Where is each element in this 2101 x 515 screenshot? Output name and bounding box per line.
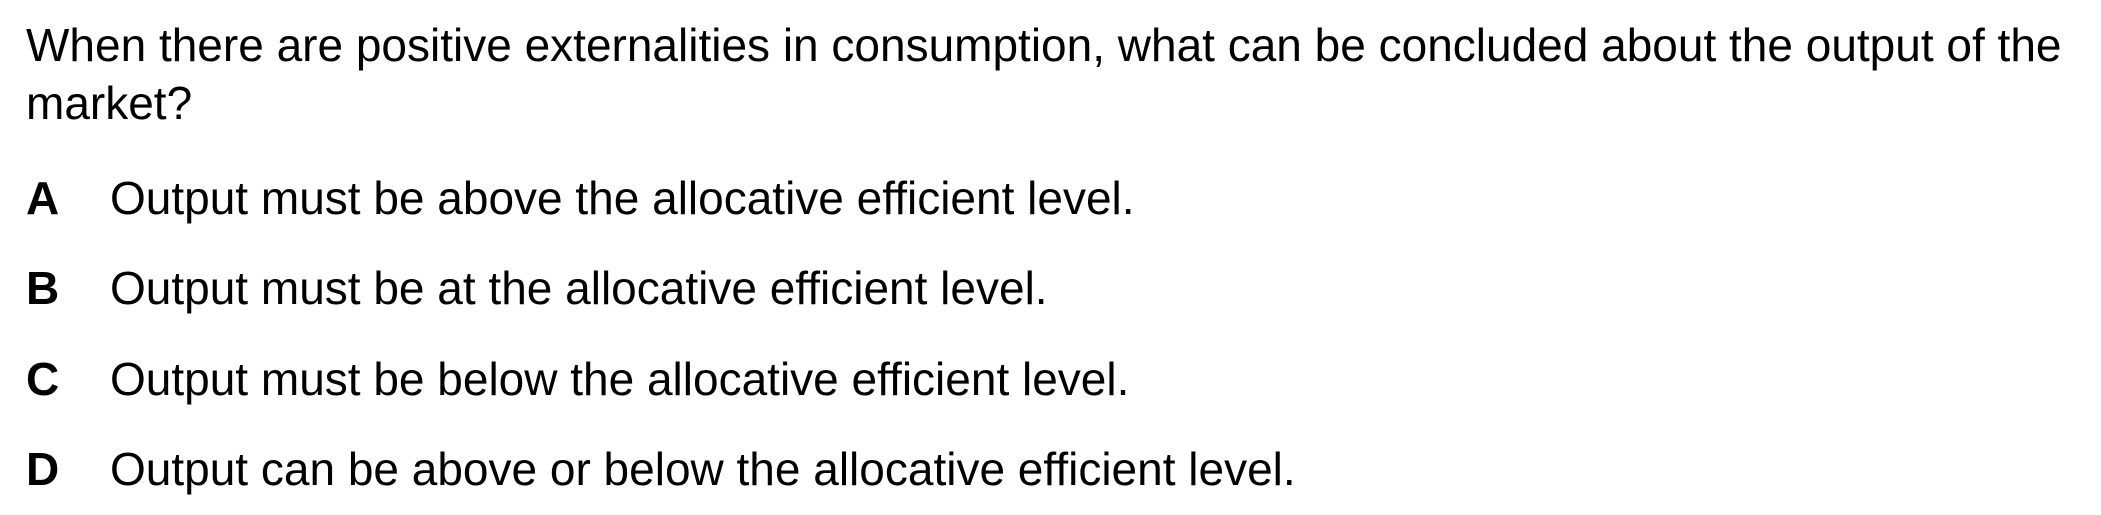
option-letter: D bbox=[26, 443, 60, 495]
option-b[interactable]: B Output must be at the allocative effic… bbox=[26, 258, 2066, 318]
option-a[interactable]: A Output must be above the allocative ef… bbox=[26, 168, 2066, 228]
option-letter: C bbox=[26, 353, 60, 405]
option-text: Output must be below the allocative effi… bbox=[110, 353, 1130, 405]
option-text: Output can be above or below the allocat… bbox=[110, 443, 1296, 495]
option-letter: A bbox=[26, 172, 60, 224]
option-text: Output must be above the allocative effi… bbox=[110, 172, 1135, 224]
option-d[interactable]: D Output can be above or below the alloc… bbox=[26, 439, 2066, 499]
option-text: Output must be at the allocative efficie… bbox=[110, 262, 1048, 314]
option-letter: B bbox=[26, 262, 60, 314]
option-c[interactable]: C Output must be below the allocative ef… bbox=[26, 349, 2066, 409]
question-text: When there are positive externalities in… bbox=[26, 19, 2062, 129]
